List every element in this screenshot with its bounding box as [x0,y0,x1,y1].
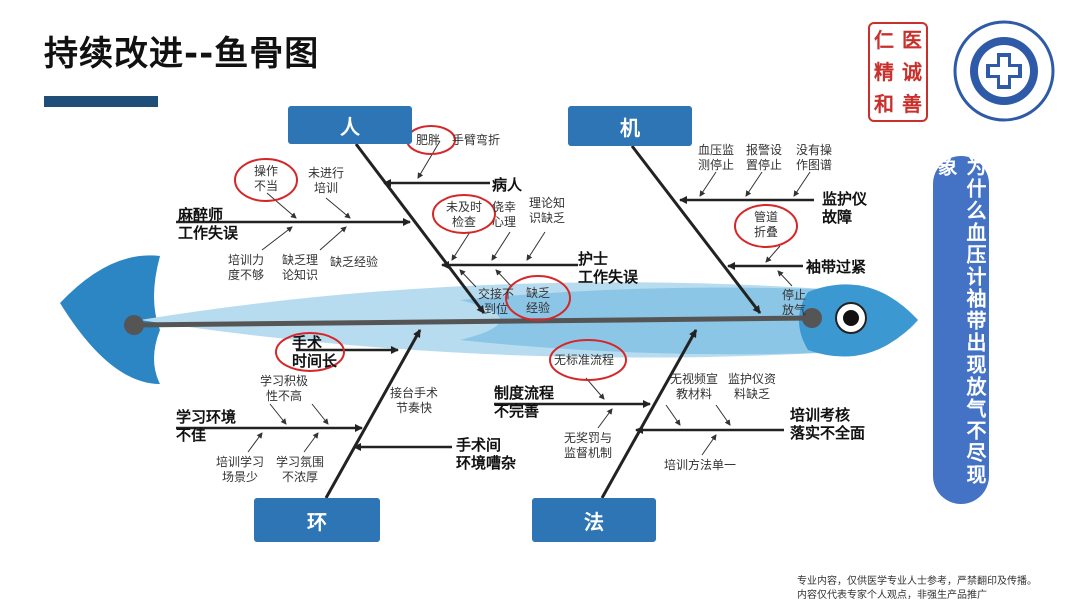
cause-jiaoxing: 侥幸 心理 [491,200,516,229]
cause-bingren: 病人 [492,176,523,194]
category-ren: 人 [288,106,412,144]
highlight-circle [734,204,798,248]
cause-tingzhi: 停止 放气 [781,288,806,317]
cause-shoushujian: 手术间 环境嘈杂 [456,436,517,472]
spine-head-dot [802,308,822,328]
cause-wubiaozhun: 无标准流程 [554,353,615,367]
cause-weijishi: 未及时 检查 [445,200,482,229]
problem-statement: 为什么血压计袖带出现放气不尽现象 [933,156,989,504]
cause-baojing: 报警设 置停止 [745,143,782,172]
cause-weijinxing: 未进行 培训 [307,166,344,195]
title-underline [44,96,158,107]
highlight-circle [275,332,345,372]
highlight-circle [549,339,627,381]
seal-char: 精 [874,60,894,84]
cause-peixunxx: 培训学习 场景少 [215,455,264,484]
cause-xiudai: 袖带过紧 [806,258,867,276]
cause-xuexihj: 学习环境 不佳 [176,408,237,444]
cause-shoushu: 手术 时间长 [292,334,338,370]
cause-jiaojie: 交接不 到位 [477,287,514,316]
seal-char: 仁 [874,28,894,52]
page-title: 持续改进--鱼骨图 [44,34,320,74]
cause-peixunkh: 培训考核 落实不全面 [790,406,866,442]
cause-jianhuyi: 监护仪 故障 [822,190,868,226]
cause-guandao: 管道 折叠 [753,210,778,239]
highlight-circle [234,158,298,202]
category-ji: 机 [568,106,692,146]
spine-tail-dot [124,315,144,335]
disclaimer-text: 专业内容，仅供医学专业人士参考，严禁翻印及传播。 内容仅代表专家个人观点，非强生… [797,576,1037,601]
seal-char: 诚 [902,60,922,84]
hospital-emblem [953,20,1055,122]
category-fa: 法 [532,498,656,542]
cause-caozuo: 操作 不当 [253,164,278,193]
cause-shoubi: 手臂弯折 [452,133,501,147]
cause-hushi: 护士 工作失误 [578,250,639,286]
cause-quefa2: 缺乏 经验 [525,286,550,315]
cause-zhidu: 制度流程 不完善 [494,384,555,420]
seal-char: 善 [902,92,922,116]
cause-peixunli: 培训力 度不够 [227,253,264,282]
category-huan: 环 [254,498,380,542]
highlight-circle [432,194,496,234]
cause-meiyou: 没有操 作图谱 [795,143,832,172]
seal-char: 医 [902,28,922,52]
cause-quejingyan: 缺乏经验 [330,255,379,269]
cause-queliliun: 缺乏理 论知识 [281,253,318,282]
cause-mazuishi: 麻醉师 工作失误 [178,206,239,242]
highlight-circle [505,275,571,321]
cause-xueya: 血压监 测停止 [697,143,734,172]
cause-xuexifw: 学习氛围 不浓厚 [275,455,324,484]
cause-jietai: 接台手术 节奏快 [389,386,438,415]
cause-feipang: 肥胖 [416,133,441,147]
hospital-seal: 仁 医 精 诚 和 善 [868,22,928,122]
seal-char: 和 [874,92,894,116]
cause-wujiangfa: 无奖罚与 监督机制 [563,431,612,460]
cause-wushipin: 无视频宣 教材料 [669,372,718,401]
fish-pupil [843,310,859,326]
cause-xuexijj: 学习积极 性不高 [259,374,308,403]
fish-tail [60,255,160,384]
cause-lilunzhi: 理论知 识缺乏 [528,196,565,225]
cause-jianhuyizl: 监护仪资 料缺乏 [727,372,776,401]
cause-peixunff: 培训方法单一 [664,458,737,472]
